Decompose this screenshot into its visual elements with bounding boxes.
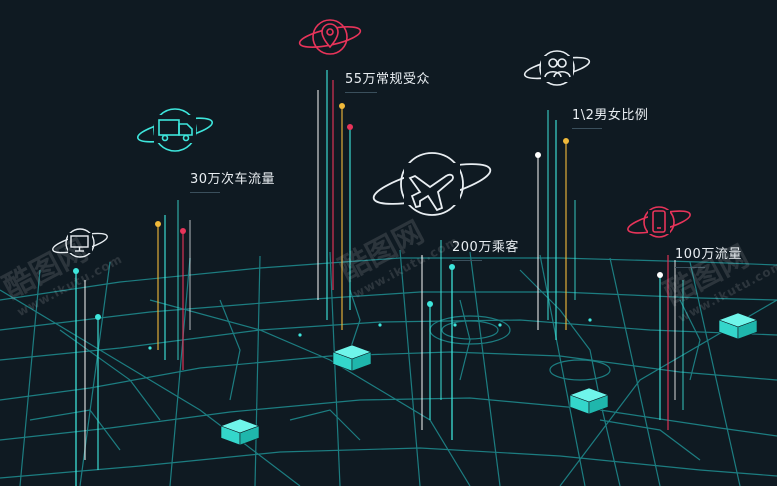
label-passengers: 200万乘客	[452, 240, 519, 255]
phone-icon	[627, 206, 691, 238]
box-icon	[220, 312, 758, 446]
map-box-1	[332, 344, 372, 372]
map-box-2	[220, 418, 260, 446]
label-traffic-underline	[675, 267, 705, 268]
location-pin-icon	[298, 19, 362, 55]
label-vehicles: 30万次车流量	[190, 172, 276, 187]
map-box-4	[718, 312, 758, 340]
label-gender-ratio-underline	[572, 128, 602, 129]
monitor-icon	[52, 228, 108, 258]
airplane-icon	[372, 152, 492, 216]
light-beams	[75, 70, 684, 486]
label-traffic: 100万流量	[675, 247, 742, 262]
map-box-3	[569, 387, 609, 415]
truck-icon	[136, 108, 214, 152]
label-audience: 55万常规受众	[345, 72, 431, 87]
label-passengers-underline	[452, 260, 482, 261]
label-audience-underline	[345, 92, 377, 93]
label-gender-ratio: 1\2男女比例	[572, 108, 649, 123]
label-vehicles-underline	[190, 192, 220, 193]
beam-dots	[73, 103, 663, 320]
people-icon	[523, 50, 591, 86]
